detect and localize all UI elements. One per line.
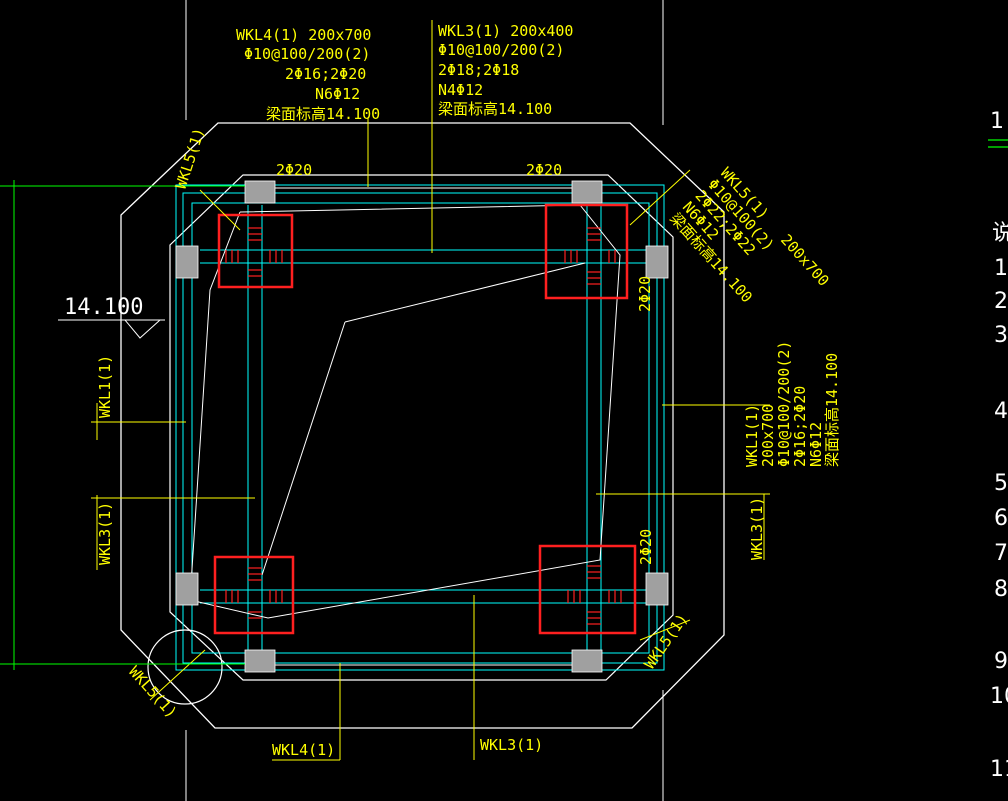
rebar-joint-top-right (564, 227, 616, 285)
beam-line (182, 192, 658, 664)
wkl3-left-label: WKL3(1) (96, 502, 114, 565)
column (645, 572, 669, 606)
wkl4-top-line-1: WKL4(1) 200x700 (236, 26, 371, 44)
wkl1-right-line-1: WKL1(1) (743, 404, 761, 467)
column (645, 245, 669, 279)
grid-lines (185, 0, 664, 801)
list-number: 8 (994, 577, 1008, 602)
wkl1-right-line-3: Φ10@100/200(2) (775, 341, 793, 467)
column (175, 572, 199, 606)
list-number: 3 (994, 323, 1008, 348)
wkl1-right-line-2: 200x700 (759, 404, 777, 467)
wkl4-top-line-2: Φ10@100/200(2) (244, 45, 370, 63)
dimension-line (0, 180, 245, 670)
wkl3-right-label: WKL3(1) (748, 497, 766, 560)
wkl3-top-line-3: 2Φ18;2Φ18 (438, 61, 519, 79)
wkl5-top-left-label: WKL5(1) (172, 126, 209, 192)
panel-number-top: 1 (990, 109, 1004, 134)
rebar-label-right-lower: 2Φ20 (637, 529, 655, 565)
wkl3-top-line-4: N4Φ12 (438, 81, 483, 99)
highlight-box-top-left[interactable] (217, 213, 294, 289)
column (571, 180, 603, 204)
list-number: 4 (994, 399, 1008, 424)
rebar-joint-bottom-right (567, 565, 622, 625)
rebar-label-top-right: 2Φ20 (526, 161, 562, 179)
highlight-boxes[interactable] (213, 203, 637, 635)
column-circle-marker (147, 629, 223, 705)
list-number: 2 (994, 289, 1008, 314)
list-number: 5 (994, 471, 1008, 496)
wkl5-top-right-annotation[interactable]: WKL5(1) Φ10@100(2) 2Φ22;2Φ22 N6Φ12 梁面标高1… (666, 164, 832, 335)
wkl1-right-line-5: N6Φ12 (807, 422, 825, 467)
rebar-label-right-upper: 2Φ20 (636, 276, 654, 312)
wkl1-right-annotation[interactable]: WKL1(1) 200x700 Φ10@100/200(2) 2Φ16;2Φ20… (743, 341, 841, 467)
beam-line (191, 202, 650, 654)
wkl4-top-line-5: 梁面标高14.100 (266, 105, 380, 123)
rebar-joint-bottom-left (225, 567, 283, 619)
list-number: 9 (994, 649, 1008, 674)
columns (175, 180, 669, 673)
highlight-box-bottom-left[interactable] (213, 555, 295, 635)
wkl5-bottom-left-label: WKL5(1) (125, 663, 181, 722)
wkl4-top-line-4: N6Φ12 (315, 85, 360, 103)
wkl1-right-line-4: 2Φ16;2Φ20 (791, 386, 809, 467)
list-number: 11 (990, 757, 1008, 782)
slab-outline-inner (169, 174, 674, 681)
wkl3-top-line-2: Φ10@100/200(2) (438, 41, 564, 59)
highlight-box-top-right[interactable] (544, 203, 629, 300)
panel-char: 说 (992, 221, 1008, 246)
wkl3-top-annotation[interactable]: WKL3(1) 200x400 Φ10@100/200(2) 2Φ18;2Φ18… (438, 22, 573, 118)
highlight-box-bottom-right[interactable] (538, 544, 637, 635)
wkl4-top-annotation[interactable]: WKL4(1) 200x700 Φ10@100/200(2) 2Φ16;2Φ20… (236, 26, 380, 123)
wkl3-bottom-label: WKL3(1) (480, 736, 543, 754)
column (244, 649, 276, 673)
slab-lines (189, 187, 621, 666)
wkl1-left-label: WKL1(1) (96, 355, 114, 418)
wkl5-top-right-size: 200x700 (777, 231, 833, 290)
column (244, 180, 276, 204)
leader-lines (91, 20, 770, 760)
elevation-marker (58, 319, 165, 339)
slab-line (189, 204, 621, 619)
right-panel: 1 说 1 2 3 4 5 6 7 8 9 10 11 (988, 109, 1008, 782)
rebar-joint-top-left (225, 227, 283, 277)
beam-lines (175, 184, 665, 671)
wkl5-bottom-right-label: WKL5(1) (641, 610, 692, 672)
beam-line (175, 184, 665, 671)
rebar-label-top-left: 2Φ20 (276, 161, 312, 179)
list-number: 7 (994, 541, 1008, 566)
slab-line (261, 321, 346, 576)
wkl4-bottom-label: WKL4(1) (272, 741, 335, 759)
list-number: 6 (994, 506, 1008, 531)
slab-line (344, 262, 586, 323)
wkl1-right-line-6: 梁面标高14.100 (823, 353, 841, 467)
column (571, 649, 603, 673)
wkl3-top-line-1: WKL3(1) 200x400 (438, 22, 573, 40)
column (175, 245, 199, 279)
slab-outline-outer (120, 122, 725, 729)
wkl4-top-line-3: 2Φ16;2Φ20 (285, 65, 366, 83)
list-number: 1 (994, 256, 1008, 281)
elevation-label: 14.100 (64, 295, 143, 320)
diagonal-leaders (149, 169, 691, 701)
rebar-marks (225, 227, 622, 625)
list-number: 10 (990, 684, 1008, 709)
wkl3-top-line-5: 梁面标高14.100 (438, 100, 552, 118)
